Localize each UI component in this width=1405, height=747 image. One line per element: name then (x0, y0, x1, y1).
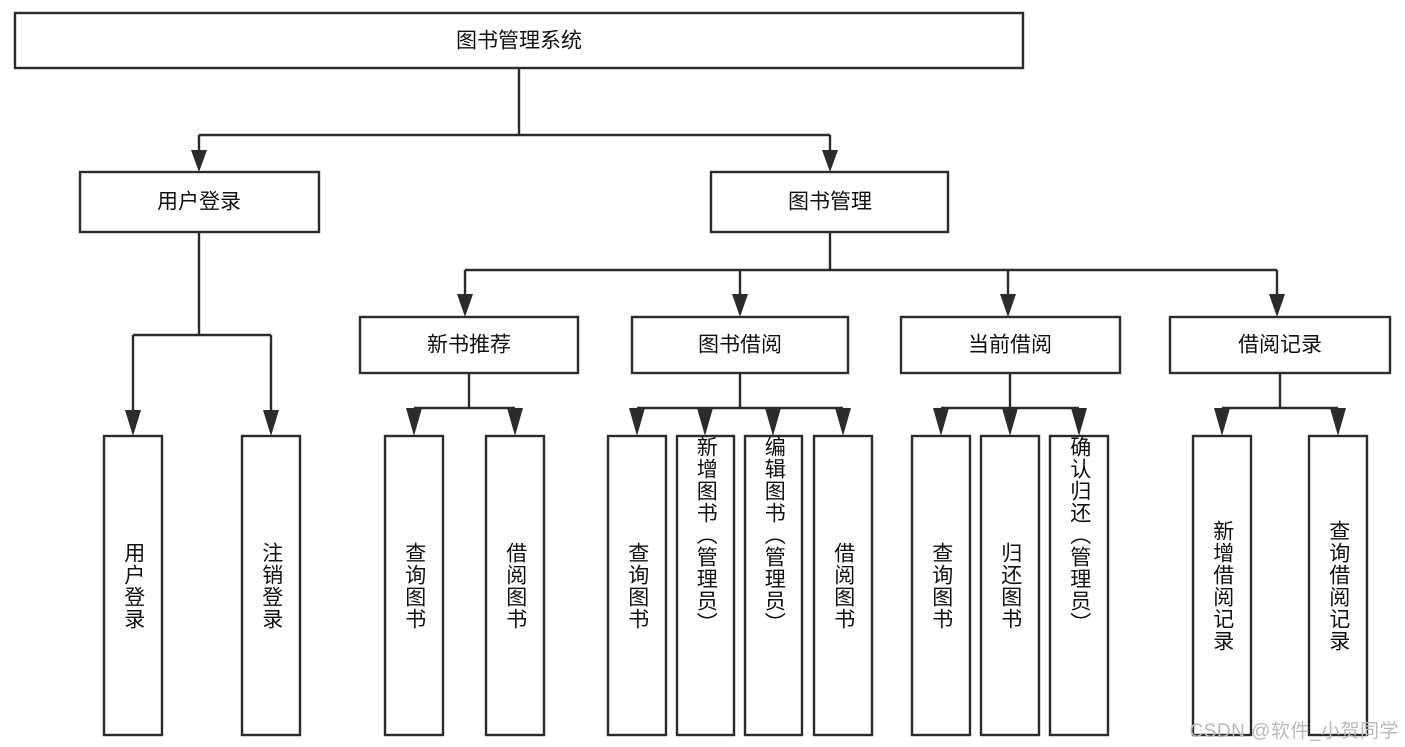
node-box-leaf-current-borrow-3[interactable] (1048, 434, 1110, 737)
node-box-leaf-new-book-2[interactable] (484, 434, 546, 737)
arrowhead-leaf-current-borrow-3 (1071, 408, 1087, 436)
node-box-leaf-current-borrow-2[interactable] (979, 434, 1041, 737)
arrowhead-current-borrow (1000, 294, 1016, 317)
label-root: 图书管理系统 (456, 30, 582, 53)
arrowhead-leaf-current-borrow-1 (933, 408, 949, 436)
label-borrow-record: 借阅记录 (1238, 334, 1322, 357)
node-box-leaf-borrow-record-1[interactable] (1191, 434, 1253, 737)
label-current-borrow: 当前借阅 (968, 334, 1052, 357)
node-box-book-manage[interactable] (709, 170, 950, 234)
node-box-leaf-new-book-1[interactable] (383, 434, 445, 737)
node-box-leaf-book-borrow-3[interactable] (743, 434, 804, 737)
arrowhead-leaf-user-login-1 (125, 410, 141, 436)
label-user-login: 用户登录 (157, 191, 241, 214)
arrowhead-leaf-current-borrow-2 (1002, 408, 1018, 436)
arrowhead-book-borrow (732, 294, 748, 317)
node-box-new-book-recommend[interactable] (358, 315, 580, 375)
arrowhead-book-manage (822, 150, 838, 172)
node-box-borrow-record[interactable] (1168, 315, 1392, 375)
arrowhead-new-book-recommend (457, 294, 473, 317)
arrowhead-leaf-new-book-1 (406, 408, 422, 436)
label-new-book-recommend: 新书推荐 (427, 334, 511, 357)
node-box-leaf-user-login-1[interactable] (102, 434, 164, 737)
node-box-leaf-book-borrow-4[interactable] (812, 434, 874, 737)
node-box-leaf-borrow-record-2[interactable] (1307, 434, 1369, 737)
label-book-manage: 图书管理 (788, 191, 872, 214)
connectors (125, 68, 1346, 436)
node-box-leaf-current-borrow-1[interactable] (910, 434, 972, 737)
arrowhead-leaf-book-borrow-3 (765, 408, 781, 436)
arrowhead-leaf-book-borrow-1 (629, 408, 645, 436)
arrowhead-leaf-new-book-2 (507, 408, 523, 436)
node-box-root[interactable] (13, 11, 1025, 70)
node-box-user-login[interactable] (78, 170, 321, 234)
node-box-book-borrow[interactable] (630, 315, 850, 375)
arrowhead-leaf-book-borrow-2 (697, 408, 713, 436)
node-boxes (13, 11, 1392, 737)
label-book-borrow: 图书借阅 (698, 334, 782, 357)
node-box-leaf-book-borrow-1[interactable] (606, 434, 668, 737)
node-box-current-borrow[interactable] (899, 315, 1122, 375)
arrowhead-user-login (191, 150, 207, 172)
node-labels: 图书管理系统 用户登录 图书管理 新书推荐 图书借阅 当前借阅 借阅记录 (157, 30, 1322, 357)
arrowhead-leaf-user-login-2 (263, 410, 279, 436)
arrowhead-borrow-record (1269, 294, 1285, 317)
node-box-leaf-user-login-2[interactable] (240, 434, 302, 737)
node-box-leaf-book-borrow-2[interactable] (675, 434, 736, 737)
csdn-watermark: CSDN @软件_小贺同学 (1189, 721, 1399, 742)
arrowhead-leaf-borrow-record-2 (1330, 408, 1346, 436)
arrowhead-leaf-book-borrow-4 (835, 408, 851, 436)
arrowhead-leaf-borrow-record-1 (1214, 408, 1230, 436)
